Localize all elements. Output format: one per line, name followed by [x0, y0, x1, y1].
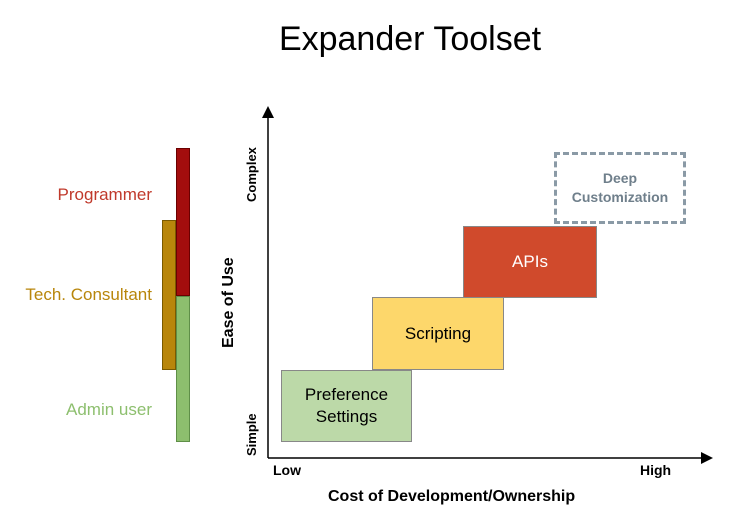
- apis-label: APIs: [512, 252, 548, 271]
- scripting-box: Scripting: [372, 297, 504, 370]
- preference-settings-label: Preference Settings: [304, 385, 389, 426]
- y-axis-title: Ease of Use: [220, 257, 237, 348]
- x-axis-high-label: High: [640, 462, 672, 478]
- role-programmer: Programmer: [57, 185, 152, 204]
- x-axis-low-label: Low: [273, 462, 301, 478]
- x-axis-title: Cost of Development/Ownership: [328, 488, 576, 505]
- role-admin-user: Admin user: [66, 400, 152, 419]
- y-axis-bottom-label: Simple: [244, 413, 259, 456]
- consultant-bar: [162, 220, 176, 370]
- page-title: Expander Toolset: [278, 20, 542, 58]
- y-axis-top-label: Complex: [244, 147, 259, 202]
- deep-customization-label: Deep Customization: [571, 170, 669, 205]
- programmer-bar: [176, 148, 190, 296]
- apis-box: APIs: [463, 226, 597, 298]
- admin-bar: [176, 296, 190, 442]
- scripting-label: Scripting: [404, 323, 472, 343]
- deep-customization-box: Deep Customization: [554, 152, 686, 224]
- role-tech-consultant: Tech. Consultant: [25, 285, 152, 304]
- preference-settings-box: Preference Settings: [281, 370, 412, 442]
